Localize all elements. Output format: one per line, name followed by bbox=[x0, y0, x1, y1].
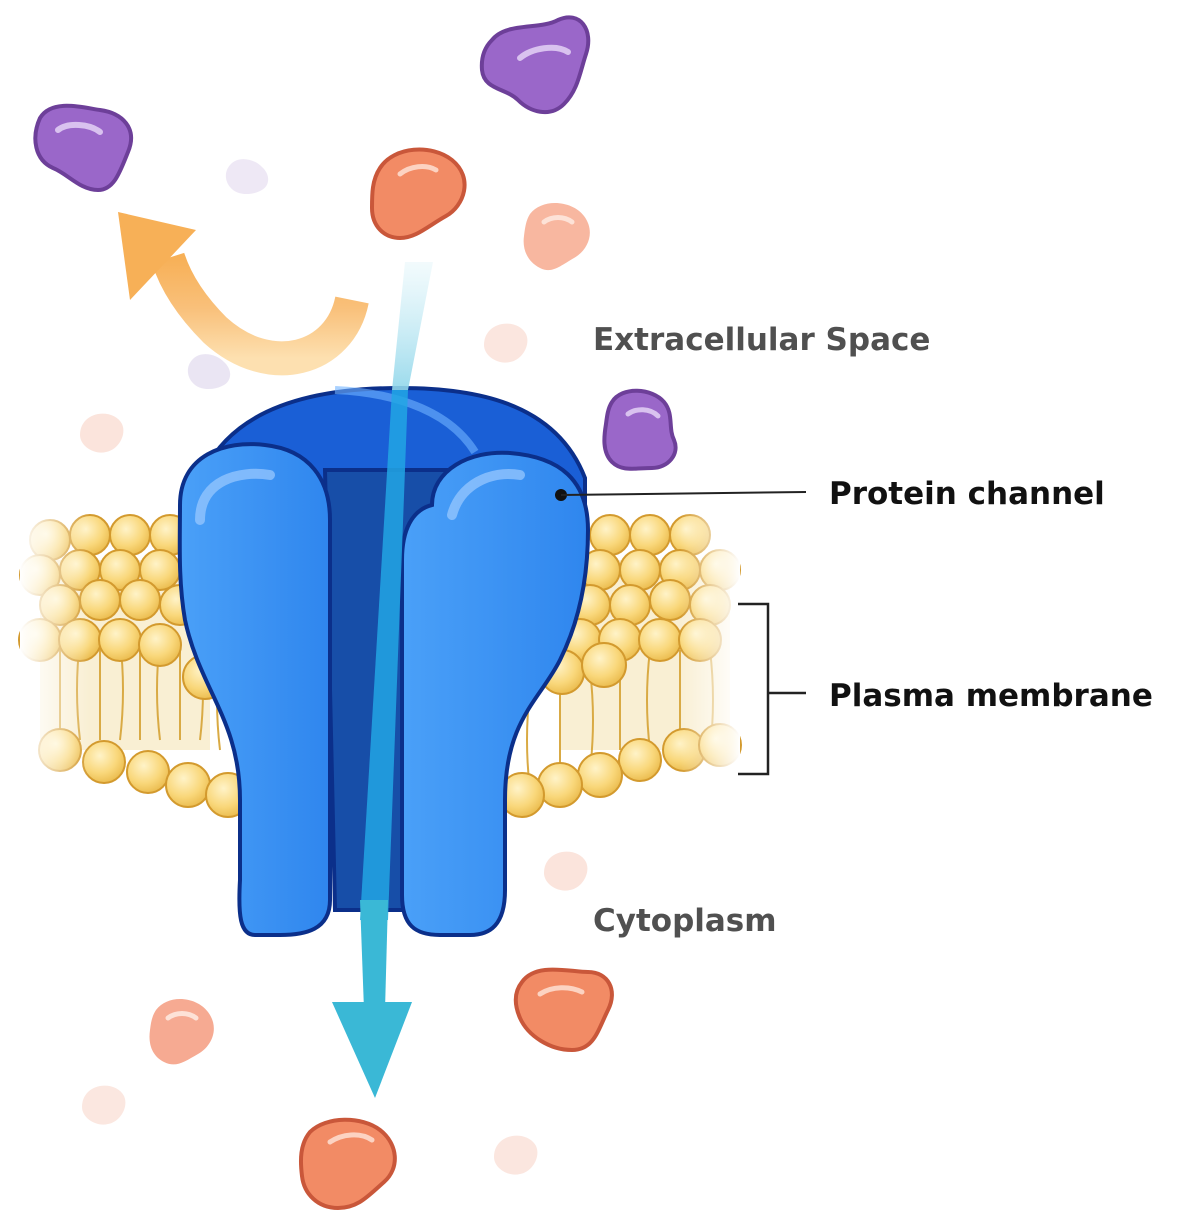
exit-arrow-icon bbox=[118, 212, 369, 376]
protein-channel-label: Protein channel bbox=[829, 476, 1105, 512]
extracellular-space-label: Extracellular Space bbox=[593, 322, 931, 358]
plasma-membrane-label: Plasma membrane bbox=[829, 678, 1153, 714]
plasma-membrane-bracket bbox=[738, 602, 806, 776]
flow-arrow-icon bbox=[332, 262, 433, 1098]
orange-molecule-icon bbox=[523, 202, 590, 271]
plasma-membrane-right bbox=[499, 510, 742, 818]
purple-molecule-icon bbox=[602, 388, 678, 471]
orange-molecule-icon bbox=[149, 998, 214, 1065]
purple-molecule-icon bbox=[33, 103, 134, 193]
background-molecules bbox=[80, 159, 588, 1175]
protein-channel bbox=[177, 385, 591, 937]
protein-channel-callout bbox=[555, 489, 807, 501]
orange-molecule-icon bbox=[299, 1117, 397, 1211]
orange-molecule-icon bbox=[369, 147, 467, 241]
purple-molecule-icon bbox=[479, 15, 591, 115]
cytoplasm-label: Cytoplasm bbox=[593, 903, 777, 939]
orange-molecule-icon bbox=[513, 967, 614, 1053]
